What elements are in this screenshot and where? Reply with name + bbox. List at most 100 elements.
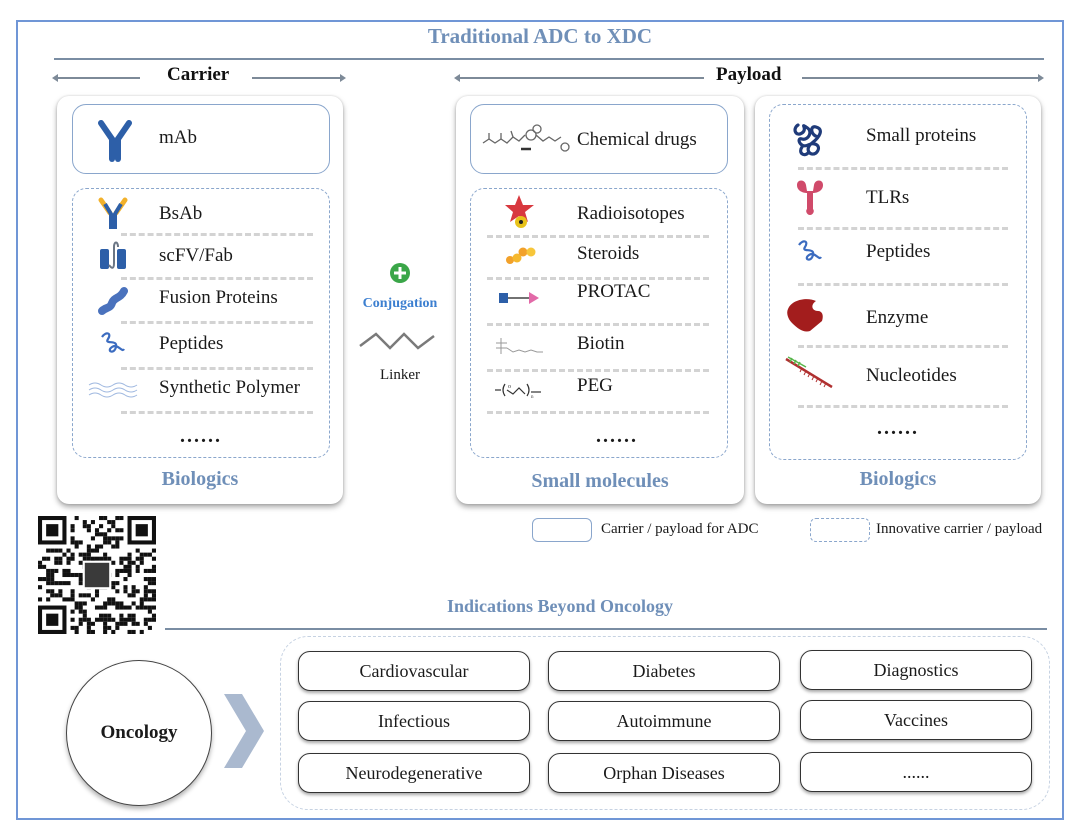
small-molecules-innovative-box: Radioisotopes Steroids PROTAC Biotin o: [470, 188, 728, 458]
separator: [487, 277, 709, 280]
item-label: Enzyme: [866, 307, 929, 328]
chemical-structure-icon: [481, 123, 573, 157]
payload-biologics-innovative-box: Small proteins TLRs Peptides Enzyme: [769, 104, 1027, 460]
payload-biologics-card: Small proteins TLRs Peptides Enzyme: [755, 96, 1041, 504]
indication-diagnostics: Diagnostics: [800, 650, 1032, 690]
item-label: Peptides: [866, 241, 931, 262]
item-label: BsAb: [159, 203, 203, 224]
legend-dashed-swatch: [810, 518, 870, 542]
separator: [121, 411, 313, 414]
fusion-protein-icon: [91, 283, 135, 317]
payload-heading: Payload: [704, 64, 794, 86]
enzyme-icon: [784, 295, 828, 335]
polymer-icon: [87, 373, 139, 407]
list-item: PROTAC: [471, 281, 727, 323]
payload-arrow-left: [454, 74, 704, 82]
separator: [487, 411, 709, 414]
list-item: Peptides: [73, 325, 329, 367]
separator: [798, 283, 1008, 286]
more-ellipsis: ......: [596, 425, 638, 447]
linker-zigzag-icon: [358, 330, 438, 352]
chemical-drugs-box: Chemical drugs: [470, 104, 728, 174]
indication-cardiovascular: Cardiovascular: [298, 651, 530, 691]
carrier-card: mAb BsAb scFV/Fab Fusion Proteins: [57, 96, 343, 504]
payload-arrow-right: [802, 74, 1044, 82]
item-label: Nucleotides: [866, 365, 957, 386]
antibody-icon: [95, 119, 135, 163]
linker-label: Linker: [380, 367, 420, 383]
indications-title: Indications Beyond Oncology: [446, 596, 674, 616]
chevron-right-icon: [224, 694, 264, 768]
svg-text:n: n: [531, 395, 534, 400]
carrier-category-label: Biologics: [161, 468, 239, 490]
item-label: PEG: [577, 375, 613, 396]
plus-circle-icon: [389, 262, 411, 284]
qr-code[interactable]: [38, 516, 156, 634]
list-item: Radioisotopes: [471, 193, 727, 235]
legend-solid-label: Carrier / payload for ADC: [601, 521, 759, 537]
protein-coil-icon: [786, 119, 830, 159]
list-item: Steroids: [471, 239, 727, 281]
separator: [121, 277, 313, 280]
more-ellipsis: ......: [180, 425, 222, 447]
chemical-drugs-label: Chemical drugs: [577, 129, 697, 150]
list-item: Synthetic Polymer: [73, 371, 329, 413]
tlr-receptor-icon: [788, 177, 832, 217]
payload-biologics-category-label: Biologics: [859, 468, 937, 490]
steroid-icon: [499, 239, 543, 273]
item-label: TLRs: [866, 187, 910, 208]
bispecific-antibody-icon: [91, 197, 135, 231]
legend-dashed-label: Innovative carrier / payload: [876, 521, 1043, 537]
item-label: Fusion Proteins: [159, 287, 278, 308]
separator: [121, 321, 313, 324]
separator: [798, 345, 1008, 348]
oncology-label: Oncology: [100, 722, 178, 743]
indication-neurodegenerative: Neurodegenerative: [298, 753, 530, 793]
svg-text:o: o: [508, 384, 511, 390]
separator: [121, 233, 313, 236]
separator: [121, 367, 313, 370]
item-label: Steroids: [577, 243, 640, 264]
item-label: Biotin: [577, 333, 625, 354]
list-item: Fusion Proteins: [73, 281, 329, 323]
item-label: PROTAC: [577, 281, 651, 302]
indication-autoimmune: Autoimmune: [548, 701, 780, 741]
item-label: Radioisotopes: [577, 203, 685, 224]
list-item: Small proteins: [770, 115, 1026, 163]
carrier-arrow-right: [252, 74, 346, 82]
list-item: BsAb: [73, 195, 329, 237]
protac-arrow-icon: [497, 281, 541, 315]
item-label: Small proteins: [866, 125, 977, 146]
separator: [798, 405, 1008, 408]
biotin-structure-icon: [493, 329, 545, 363]
item-label: Synthetic Polymer: [159, 377, 300, 398]
list-item: scFV/Fab: [73, 237, 329, 279]
item-label: scFV/Fab: [159, 245, 233, 266]
carrier-innovative-box: BsAb scFV/Fab Fusion Proteins Peptides: [72, 188, 330, 458]
mab-label: mAb: [159, 127, 197, 148]
carrier-heading: Carrier: [155, 64, 242, 86]
item-label: Peptides: [159, 333, 224, 354]
indication-orphan-diseases: Orphan Diseases: [548, 753, 780, 793]
indication-vaccines: Vaccines: [800, 700, 1032, 740]
separator: [487, 323, 709, 326]
antibody-fragment-icon: [91, 239, 135, 273]
indication-more: ......: [800, 752, 1032, 792]
legend-solid-swatch: [532, 518, 592, 542]
small-molecules-card: Chemical drugs Radioisotopes Steroids PR…: [456, 96, 744, 504]
indications-group: [280, 636, 1050, 810]
list-item: Nucleotides: [770, 355, 1026, 397]
list-item: Enzyme: [770, 295, 1026, 337]
title-divider: [54, 58, 1044, 60]
separator: [487, 369, 709, 372]
carrier-arrow-left: [52, 74, 140, 82]
oncology-circle: Oncology: [66, 660, 212, 806]
indication-infectious: Infectious: [298, 701, 530, 741]
separator: [798, 227, 1008, 230]
diagram-frame: [16, 20, 1064, 820]
radioactive-star-icon: [499, 195, 543, 229]
small-molecules-category-label: Small molecules: [531, 470, 669, 492]
indication-diabetes: Diabetes: [548, 651, 780, 691]
